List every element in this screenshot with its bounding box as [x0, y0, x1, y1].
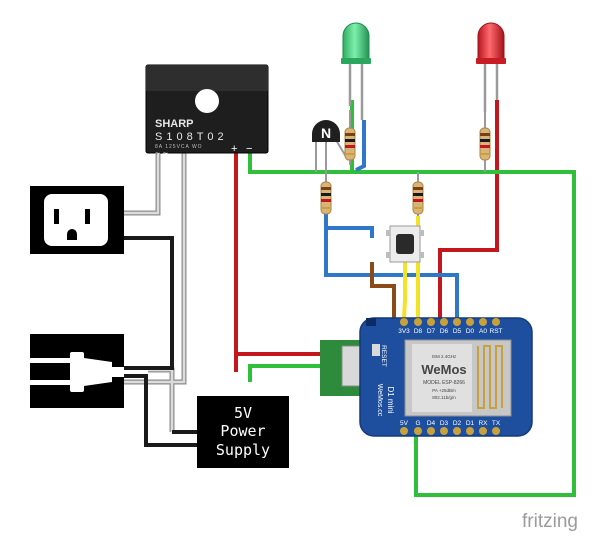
reset-button-icon[interactable]: [372, 344, 380, 356]
esp-module: WeMos MODEL ESP-8266 ISM 2.4GHz PA +25dB…: [404, 339, 512, 417]
power-supply-line2: Power: [220, 422, 265, 440]
pin-label: D8: [414, 328, 423, 335]
relay-minus: −: [246, 143, 252, 155]
pin-label: G: [415, 420, 420, 427]
pin-label: 5V: [400, 420, 409, 427]
top-pin-header: [400, 318, 500, 326]
pin-label: D5: [453, 328, 462, 335]
wires: [124, 100, 576, 497]
pin-label: 3V3: [398, 328, 410, 335]
pin-label: D4: [427, 420, 436, 427]
push-button[interactable]: [386, 225, 424, 263]
reset-label: RESET: [380, 345, 387, 367]
resistor-pulldown: [412, 172, 424, 216]
module-model: MODEL ESP-8266: [423, 380, 465, 386]
pin-label: RX: [478, 420, 488, 427]
board-name: D1 mini: [386, 386, 395, 413]
pin-label: D2: [453, 420, 462, 427]
transistor-label: N: [321, 125, 331, 141]
module-info: ISM 2.4GHz: [432, 354, 457, 359]
board-site: WeMos.cc: [376, 384, 383, 417]
button-cap-icon: [396, 234, 414, 254]
module-info: PA +25dBm: [432, 388, 456, 393]
power-supply-line3: Supply: [216, 441, 270, 459]
bottom-pin-header: [400, 427, 500, 435]
power-supply-line1: 5V: [234, 404, 252, 422]
blue-wire: [324, 120, 459, 318]
resistor-red-led: [479, 112, 491, 172]
top-pin-labels: 3V3 D8 D7 D6 D5 D0 A0 RST: [398, 328, 502, 335]
pin-label: RST: [490, 328, 503, 335]
relay-ac-mark: ~ ~: [155, 148, 168, 158]
resistor-base: [320, 172, 332, 215]
relay-rating: 8A 125VCA WO: [155, 144, 203, 150]
module-brand: WeMos: [421, 362, 466, 377]
wall-outlet: [30, 186, 124, 254]
red-led: [476, 22, 506, 112]
relay-brand: SHARP: [155, 118, 194, 130]
pin-label: D6: [440, 328, 449, 335]
relay-plus: +: [231, 143, 237, 155]
pin-label: A0: [479, 328, 487, 335]
module-info: 802.11b/g/n: [432, 395, 456, 400]
red-wire: [234, 100, 499, 372]
gray-wire-core: [124, 150, 186, 432]
power-plug: [30, 334, 124, 408]
solid-state-relay: SHARP S108T02 8A 125VCA WO ~ ~ + −: [145, 64, 269, 158]
pin-label: TX: [492, 420, 501, 427]
relay-model: S108T02: [155, 131, 228, 143]
power-supply: 5V Power Supply: [197, 396, 289, 468]
resistor-green-led: [344, 110, 356, 165]
green-led: [341, 22, 371, 120]
pin-label: D0: [466, 328, 475, 335]
gray-wire: [124, 150, 187, 432]
fritzing-logo: fritzing: [522, 511, 578, 532]
bottom-pin-labels: 5V G D4 D3 D2 D1 RX TX: [400, 420, 501, 427]
mount-hole-icon: [195, 89, 219, 113]
pin-label: D1: [466, 420, 475, 427]
wemos-d1-mini-board: 3V3 D8 D7 D6 D5 D0 A0 RST 5V G D4 D3 D2 …: [320, 317, 533, 437]
pin-label: D7: [427, 328, 436, 335]
black-wire: [124, 236, 197, 447]
pin-label: D3: [440, 420, 449, 427]
brown-wire: [370, 262, 396, 318]
